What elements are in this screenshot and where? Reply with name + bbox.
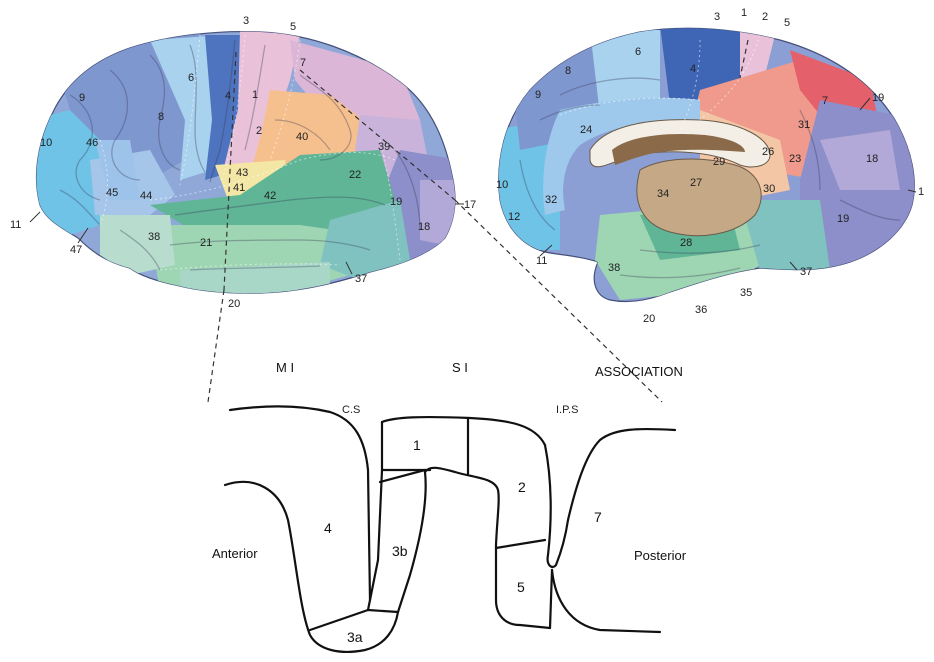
area-label-3a: 3a bbox=[347, 629, 363, 645]
lateral-brain-view: 3 5 7 6 4 1 2 9 8 46 10 45 44 43 41 42 4… bbox=[10, 15, 476, 310]
med-label-23: 23 bbox=[789, 153, 801, 165]
lat-label-45: 45 bbox=[106, 187, 118, 199]
region-occipital-lateral bbox=[420, 180, 470, 250]
lat-label-3: 3 bbox=[243, 15, 249, 27]
label-ips: I.P.S bbox=[556, 404, 578, 416]
lat-label-7: 7 bbox=[300, 57, 306, 69]
med-label-36: 36 bbox=[695, 304, 707, 316]
lat-label-10: 10 bbox=[40, 137, 52, 149]
med-label-19-bottom: 19 bbox=[837, 213, 849, 225]
sulcus-floor bbox=[368, 610, 398, 612]
lat-label-19: 19 bbox=[390, 196, 402, 208]
lat-label-37: 37 bbox=[355, 273, 367, 285]
med-label-12: 12 bbox=[508, 211, 520, 223]
lat-label-44: 44 bbox=[140, 190, 152, 202]
lat-label-8: 8 bbox=[158, 111, 164, 123]
area-3b-lower bbox=[398, 472, 426, 612]
med-label-27: 27 bbox=[690, 177, 702, 189]
area-label-3b: 3b bbox=[392, 543, 408, 559]
posterior-lower bbox=[552, 570, 660, 632]
lat-label-20: 20 bbox=[228, 298, 240, 310]
med-label-29: 29 bbox=[713, 156, 725, 168]
lat-label-5: 5 bbox=[290, 21, 296, 33]
lat-label-47: 47 bbox=[70, 244, 82, 256]
lat-label-22: 22 bbox=[349, 169, 361, 181]
area-label-7: 7 bbox=[594, 509, 602, 525]
header-association: ASSOCIATION bbox=[595, 364, 683, 379]
lat-label-11: 11 bbox=[10, 219, 21, 231]
lat-label-17: 17 bbox=[464, 199, 476, 211]
medial-brain-view: 3 1 2 5 4 6 8 9 24 7 19 31 26 29 23 18 3… bbox=[490, 7, 924, 325]
region-temporal-pole bbox=[100, 215, 175, 275]
lat-label-2: 2 bbox=[256, 125, 262, 137]
posterior-gyrus-outline bbox=[568, 429, 675, 520]
med-label-18: 18 bbox=[866, 153, 878, 165]
area-3b-inner bbox=[380, 470, 425, 482]
anterior-bank-outline bbox=[225, 482, 398, 652]
area-label-2: 2 bbox=[518, 479, 526, 495]
lat-label-21: 21 bbox=[200, 237, 212, 249]
med-label-5: 5 bbox=[784, 17, 790, 29]
lat-label-41: 41 bbox=[233, 182, 245, 194]
med-label-4: 4 bbox=[690, 63, 696, 75]
med-label-37: 37 bbox=[800, 266, 812, 278]
anterior-gyrus-outline bbox=[230, 406, 370, 600]
med-label-34: 34 bbox=[657, 188, 669, 200]
lat-label-9: 9 bbox=[79, 92, 85, 104]
med-label-20: 20 bbox=[643, 313, 655, 325]
lat-label-40: 40 bbox=[296, 131, 308, 143]
med-label-9: 9 bbox=[535, 89, 541, 101]
lat-label-38: 38 bbox=[148, 231, 160, 243]
lat-label-1: 1 bbox=[252, 89, 258, 101]
lat-label-6: 6 bbox=[188, 72, 194, 84]
header-si: S I bbox=[452, 360, 468, 375]
med-label-31: 31 bbox=[798, 119, 810, 131]
med-label-3: 3 bbox=[714, 11, 720, 23]
med-label-10: 10 bbox=[496, 179, 508, 191]
med-label-38: 38 bbox=[608, 262, 620, 274]
thalamus bbox=[637, 159, 761, 236]
label-anterior: Anterior bbox=[212, 546, 258, 561]
med-label-19-top: 19 bbox=[872, 92, 884, 104]
lat-label-46: 46 bbox=[86, 137, 98, 149]
med-label-28: 28 bbox=[680, 237, 692, 249]
label-cs: C.S bbox=[342, 404, 360, 416]
projection-left bbox=[208, 290, 224, 402]
med-label-7: 7 bbox=[822, 95, 828, 107]
lat-label-4: 4 bbox=[225, 90, 231, 102]
med-label-8: 8 bbox=[565, 65, 571, 77]
label-posterior: Posterior bbox=[634, 548, 687, 563]
postcentral-top bbox=[382, 417, 545, 445]
ips-anterior-bank bbox=[545, 445, 568, 567]
med-label-1-right: 1 bbox=[918, 186, 924, 198]
area-label-1: 1 bbox=[413, 437, 421, 453]
med-label-6: 6 bbox=[635, 46, 641, 58]
med-label-35: 35 bbox=[740, 287, 752, 299]
lat-label-43: 43 bbox=[236, 167, 248, 179]
lat-label-18: 18 bbox=[418, 221, 430, 233]
lat-label-39: 39 bbox=[378, 141, 390, 153]
med-label-1: 1 bbox=[741, 7, 747, 19]
header-mi: M I bbox=[276, 360, 294, 375]
area-2-5-border bbox=[496, 540, 545, 548]
area-label-4: 4 bbox=[324, 520, 332, 536]
lat-label-42: 42 bbox=[264, 190, 276, 202]
area-3a-border bbox=[310, 610, 368, 630]
med-label-30: 30 bbox=[763, 183, 775, 195]
med-label-24: 24 bbox=[580, 124, 592, 136]
area-label-5: 5 bbox=[517, 579, 525, 595]
med-label-2: 2 bbox=[762, 11, 768, 23]
med-label-11: 11 bbox=[536, 255, 547, 267]
postcentral-inner bbox=[425, 468, 550, 628]
area-5-7-border bbox=[550, 570, 552, 628]
med-label-26: 26 bbox=[762, 146, 774, 158]
med-label-32: 32 bbox=[545, 194, 557, 206]
